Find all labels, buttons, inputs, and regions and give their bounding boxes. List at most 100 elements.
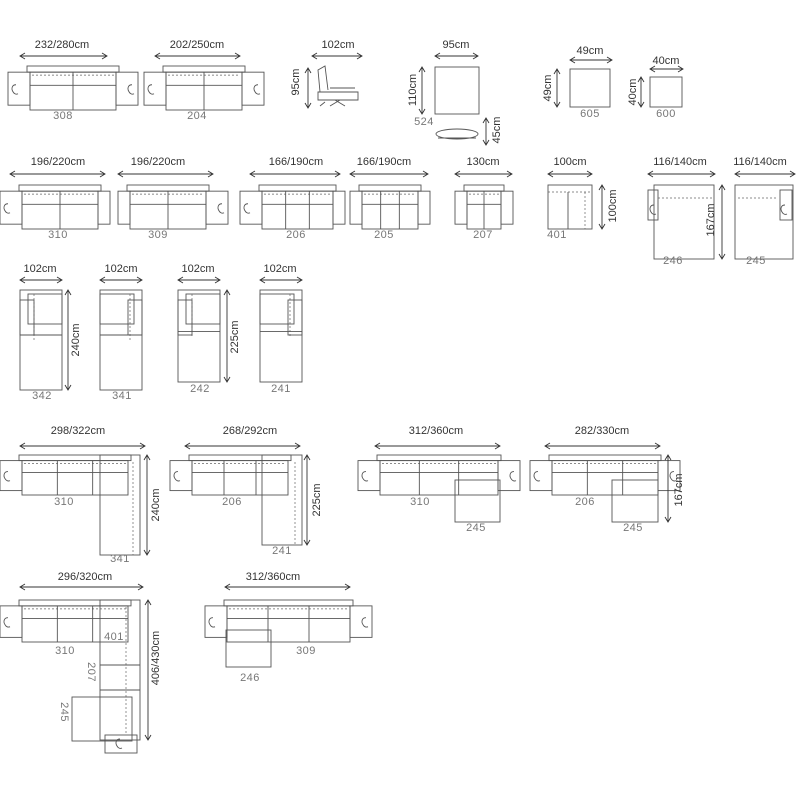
model-code: 206 — [222, 496, 242, 508]
backrest — [258, 184, 337, 192]
dimension-arrow — [9, 170, 106, 178]
dim-height: 95cm — [290, 69, 302, 96]
recliner-icon — [533, 471, 541, 482]
recliner-icon — [780, 204, 788, 215]
dimension-arrow — [734, 170, 796, 178]
armrest-left — [529, 460, 553, 492]
backrest — [376, 454, 502, 462]
dimension-arrow — [649, 65, 684, 73]
model-code: 605 — [580, 108, 600, 120]
dim-depth: 240cm — [150, 488, 162, 521]
model-code: 309 — [148, 229, 168, 241]
dim-width: 282/330cm — [575, 425, 629, 437]
backrest — [188, 454, 292, 462]
model-code: 308 — [53, 110, 73, 122]
armrest-right — [205, 190, 229, 225]
chaise-module — [734, 184, 794, 260]
dim-depth: 167cm — [673, 473, 685, 506]
long-module — [177, 289, 221, 383]
armrest-left — [239, 190, 263, 225]
ottoman-top — [434, 66, 480, 115]
seat — [27, 293, 63, 325]
recliner-icon — [217, 203, 225, 214]
dimension-arrow — [374, 442, 501, 450]
dim-width: 102cm — [23, 263, 56, 275]
dim-width: 312/360cm — [246, 571, 300, 583]
armrest-end — [104, 734, 138, 754]
dim-depth: 40cm — [627, 79, 639, 106]
backrest — [26, 65, 120, 73]
recliner-icon — [509, 471, 517, 482]
model-code: 245 — [58, 702, 70, 722]
model-code: 246 — [240, 672, 260, 684]
corner-column — [99, 599, 141, 741]
backrest — [463, 184, 505, 192]
dim-width: 49cm — [577, 45, 604, 57]
model-code: 401 — [104, 631, 124, 643]
model-code: 206 — [286, 229, 306, 241]
model-code: 242 — [190, 383, 210, 395]
recliner-icon — [649, 204, 657, 215]
armrest-right — [497, 460, 521, 492]
dimension-arrow — [349, 170, 429, 178]
chaise-end — [71, 696, 133, 742]
dimension-arrow — [64, 289, 72, 391]
model-code: 246 — [663, 255, 683, 267]
armrest-right — [417, 190, 431, 225]
armrest-right — [779, 189, 793, 221]
dimension-arrow — [224, 583, 351, 591]
ottoman-side — [435, 128, 479, 140]
recliner-icon — [3, 617, 11, 628]
recliner-icon — [173, 471, 181, 482]
dimension-arrow — [418, 66, 426, 115]
seat — [99, 293, 135, 325]
dimension-arrow — [718, 184, 726, 260]
backrest — [223, 599, 354, 607]
recliner-icon — [361, 617, 369, 628]
dim-width: 40cm — [653, 55, 680, 67]
dim-width: 100cm — [553, 156, 586, 168]
recliner-icon — [115, 738, 123, 749]
armrest-left — [349, 190, 363, 225]
model-code: 310 — [54, 496, 74, 508]
dimension-arrow — [637, 76, 645, 108]
dimension-arrow — [184, 442, 301, 450]
backrest — [548, 454, 662, 462]
dim-width: 102cm — [181, 263, 214, 275]
model-code: 401 — [547, 229, 567, 241]
dim-height: 45cm — [491, 117, 503, 144]
model-code: 205 — [374, 229, 394, 241]
model-code: 245 — [746, 255, 766, 267]
seat-base — [361, 190, 419, 230]
model-code: 241 — [272, 545, 292, 557]
pouf-top — [569, 68, 611, 108]
dimension-arrow — [19, 583, 144, 591]
recliner-icon — [361, 471, 369, 482]
armrest-left — [143, 71, 167, 106]
armrest-left — [0, 190, 23, 225]
dim-depth: 102cm — [321, 39, 354, 51]
armrest — [287, 299, 303, 336]
model-code: 204 — [187, 110, 207, 122]
armrest-right — [332, 190, 346, 225]
model-code: 241 — [271, 383, 291, 395]
armrest-left — [117, 190, 131, 225]
dimension-arrow — [117, 170, 214, 178]
recliner-icon — [127, 84, 135, 95]
dim-width: 95cm — [443, 39, 470, 51]
dimension-arrow — [647, 170, 716, 178]
chaise-extension — [611, 479, 659, 523]
dim-depth: 225cm — [229, 320, 241, 353]
dimension-arrow — [569, 56, 613, 64]
model-code: 245 — [466, 522, 486, 534]
dim-width: 102cm — [263, 263, 296, 275]
recliner-icon — [253, 84, 261, 95]
armrest-right — [657, 460, 681, 492]
backrest — [126, 184, 210, 192]
model-code: 341 — [110, 553, 130, 565]
backrest — [18, 184, 102, 192]
armrest — [177, 299, 193, 336]
dimension-arrow — [544, 442, 661, 450]
pouf-top — [649, 76, 683, 108]
backrest — [18, 599, 132, 607]
